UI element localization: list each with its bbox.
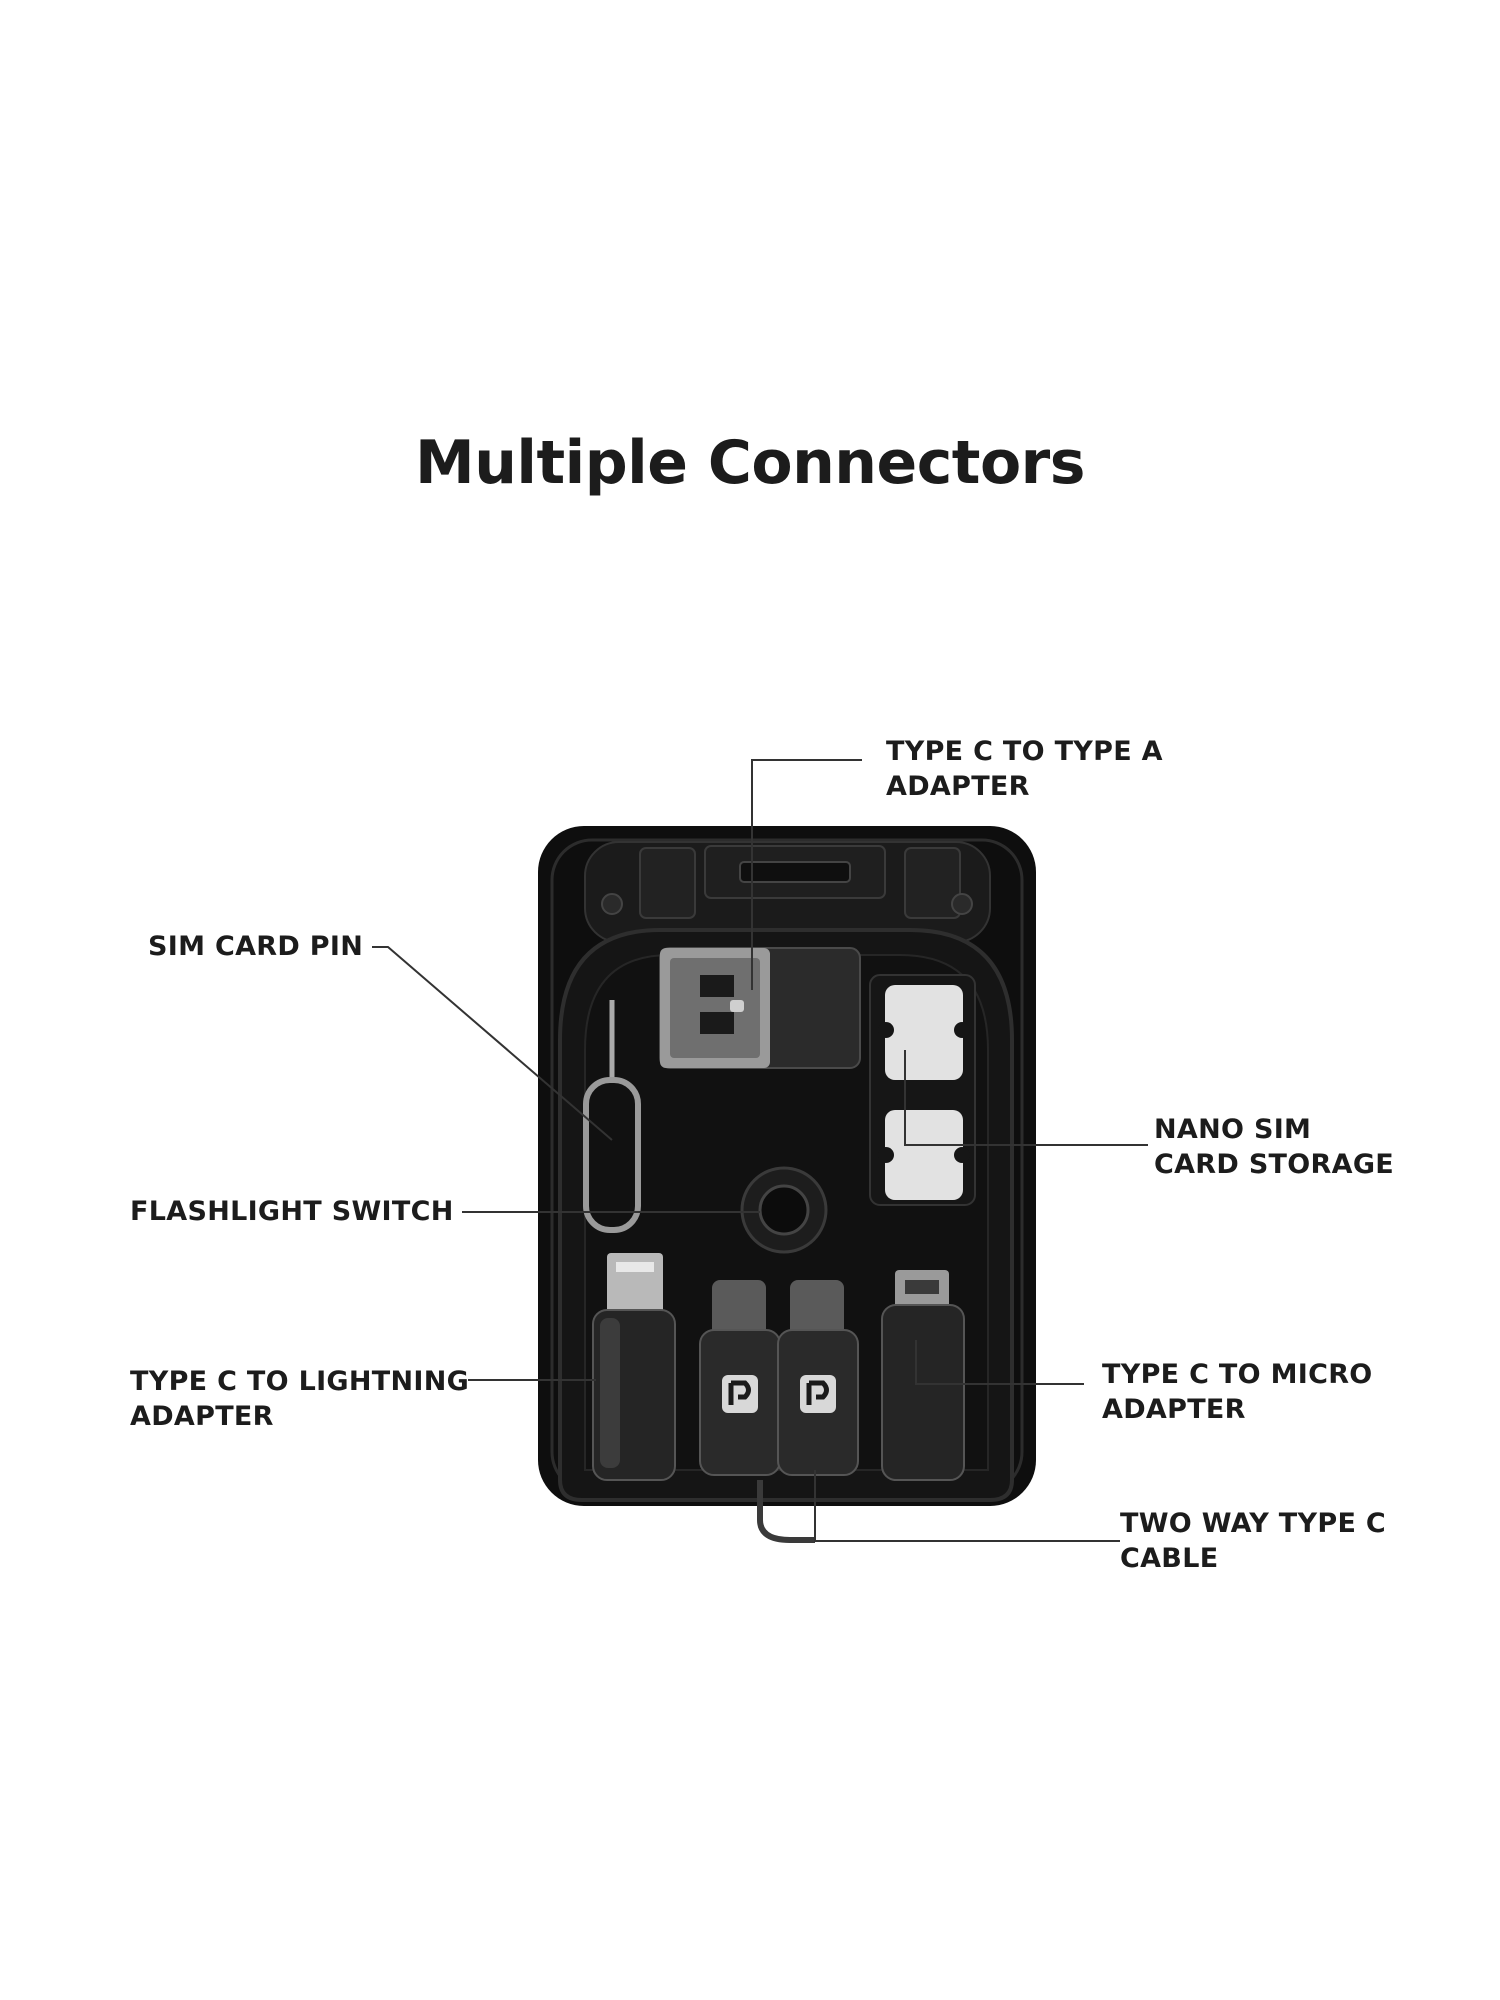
leader-lines <box>372 759 1148 1542</box>
leader-two-way <box>814 1470 1120 1542</box>
label-type-c-to-micro: TYPE C TO MICRO ADAPTER <box>1102 1359 1373 1425</box>
label-type-c-to-lightning: TYPE C TO LIGHTNING ADAPTER <box>130 1366 470 1432</box>
leader-nano-sim <box>904 1050 1148 1146</box>
leader-type-a <box>751 759 862 990</box>
brand-logo-icon <box>722 1375 758 1413</box>
flashlight-switch <box>740 1166 828 1254</box>
page-title: Multiple Connectors <box>415 428 1085 498</box>
leader-micro <box>915 1340 1084 1385</box>
lightning-adapter <box>592 1253 676 1481</box>
nano-sim-storage <box>869 974 976 1206</box>
type-a-adapter <box>659 947 861 1069</box>
leader-sim-pin <box>372 946 613 1141</box>
micro-usb-adapter <box>881 1270 965 1481</box>
brand-logo-icon <box>800 1375 836 1413</box>
label-type-c-to-type-a: TYPE C TO TYPE A ADAPTER <box>886 736 1163 802</box>
label-sim-card-pin: SIM CARD PIN <box>148 931 364 962</box>
label-two-way-type-c: TWO WAY TYPE C CABLE <box>1120 1508 1386 1574</box>
label-nano-sim-storage: NANO SIM CARD STORAGE <box>1154 1114 1395 1180</box>
sim-card-pin <box>583 1000 641 1233</box>
label-flashlight-switch: FLASHLIGHT SWITCH <box>130 1196 454 1227</box>
